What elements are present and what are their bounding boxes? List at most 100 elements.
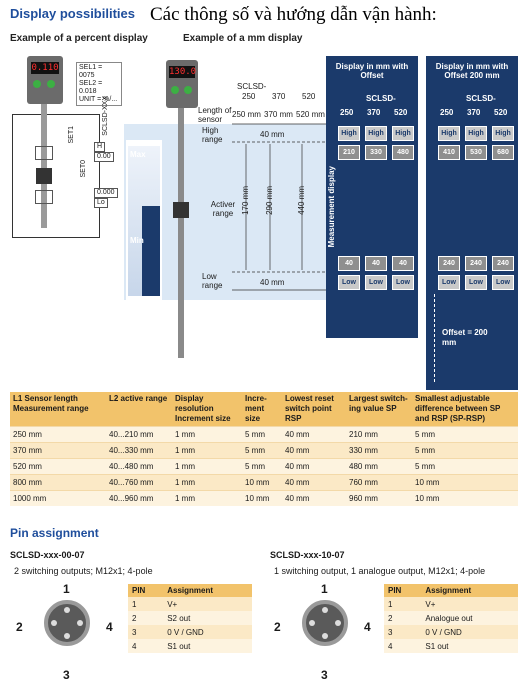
pin-dot <box>77 620 83 626</box>
high-box: High <box>392 126 414 141</box>
mm-display-readout: 130.0 <box>169 66 197 78</box>
table-cell: 40...760 mm <box>106 474 172 491</box>
vn-title: Các thông số và hướng dẫn vận hành: <box>150 4 437 25</box>
table-cell: 40...960 mm <box>106 490 172 506</box>
gauge-fill <box>142 206 160 296</box>
pin-number: 2 <box>128 611 164 625</box>
model-code: SCLSD-XXX <box>102 96 109 136</box>
settings-line: UNIT = %/... <box>79 96 118 103</box>
pin-header: PIN <box>384 584 422 597</box>
pin-dot <box>322 633 328 639</box>
table-cell: 10 mm <box>412 490 518 506</box>
high-box: High <box>365 126 387 141</box>
low-range-label: Low range <box>202 272 223 290</box>
high-value: 330 <box>365 145 387 160</box>
panel-col: 370 <box>367 108 381 117</box>
panel-col: 520 <box>394 108 408 117</box>
table-row: 250 mm 40...210 mm 1 mm 5 mm 40 mm 210 m… <box>10 426 518 443</box>
table-cell: 40...210 mm <box>106 426 172 443</box>
set1-label: SET1 <box>68 126 75 144</box>
green-button <box>184 86 192 94</box>
spec-header-row: L1 Sensor length Measurement range L2 ac… <box>10 392 518 427</box>
set0-label: SET0 <box>80 160 87 178</box>
pin-dot <box>64 633 70 639</box>
panel-col: 250 <box>440 108 454 117</box>
table-cell: 5 mm <box>412 442 518 459</box>
spec-table: L1 Sensor length Measurement range L2 ac… <box>10 392 518 506</box>
table-cell: 760 mm <box>346 474 412 491</box>
high-box: High <box>338 126 360 141</box>
pin-number: 3 <box>128 625 164 639</box>
length-col: 370 <box>272 92 286 101</box>
pin-assignment: 0 V / GND <box>163 625 252 639</box>
lo-label: Lo <box>94 198 108 208</box>
high-value: 480 <box>392 145 414 160</box>
table-cell: 1 mm <box>172 474 242 491</box>
table-cell: 250 mm <box>10 426 106 443</box>
high-box: High <box>438 126 460 141</box>
tank-outline <box>12 114 100 238</box>
pin-title: Pin assignment <box>10 526 99 540</box>
active-value: 170 mm <box>241 186 250 215</box>
low-box: Low <box>438 275 460 290</box>
pin-label-4: 4 <box>364 620 371 634</box>
settings-line: SEL1 = 0075 <box>79 64 103 79</box>
panel-col: 520 <box>494 108 508 117</box>
pin-label-4: 4 <box>106 620 113 634</box>
panel-code: SCLSD- <box>466 94 496 103</box>
section-title: Display possibilities <box>10 6 135 21</box>
green-button <box>171 86 179 94</box>
pin-number: 1 <box>384 597 422 611</box>
pin-number: 2 <box>384 611 422 625</box>
high-box: High <box>492 126 514 141</box>
pin-assignment: V+ <box>163 597 252 611</box>
table-cell: 330 mm <box>346 442 412 459</box>
high-value: 530 <box>465 145 487 160</box>
table-cell: 5 mm <box>242 426 282 443</box>
mm-example: 130.0 Max Min SCLSD- 250 370 520 Length … <box>120 50 330 390</box>
table-cell: 1 mm <box>172 490 242 506</box>
connector-right: 1 2 3 4 <box>268 582 378 682</box>
pin-assignment: 0 V / GND <box>421 625 518 639</box>
pin-assignment: V+ <box>421 597 518 611</box>
high-value: 680 <box>492 145 514 160</box>
table-cell: 10 mm <box>242 490 282 506</box>
table-cell: 40 mm <box>282 426 346 443</box>
percent-example: 0.110 SEL1 = 0075 SEL2 = 0.018 UNIT = %/… <box>10 50 122 240</box>
pin-dot <box>51 620 57 626</box>
sensor-head: 130.0 <box>166 60 198 108</box>
table-row: 370 mm 40...330 mm 1 mm 5 mm 40 mm 330 m… <box>10 442 518 459</box>
float <box>173 202 189 218</box>
pin-dot <box>335 620 341 626</box>
low-value: 40 <box>338 256 360 271</box>
lower-ring <box>35 190 53 204</box>
sensor-head: 0.110 <box>27 56 63 104</box>
sensor-rod <box>178 108 184 358</box>
table-cell: 520 mm <box>10 458 106 475</box>
table-cell: 480 mm <box>346 458 412 475</box>
length-col: 520 <box>302 92 316 101</box>
table-cell: 1 mm <box>172 426 242 443</box>
table-cell: 5 mm <box>412 458 518 475</box>
pin-assignment: Analogue out <box>421 611 518 625</box>
low-value: 240 <box>465 256 487 271</box>
low-box: Low <box>338 275 360 290</box>
panel-col: 250 <box>340 108 354 117</box>
high-box: High <box>465 126 487 141</box>
upper-ring <box>35 146 53 160</box>
spec-header: Display resolution Increment size <box>172 392 242 427</box>
pin-label-2: 2 <box>16 620 23 634</box>
table-cell: 1000 mm <box>10 490 106 506</box>
pin-dot <box>309 620 315 626</box>
pin-number: 3 <box>384 625 422 639</box>
table-cell: 40 mm <box>282 442 346 459</box>
pin-model: SCLSD-xxx-00-07 <box>10 550 85 560</box>
high-range-label: High range <box>202 126 223 144</box>
table-cell: 210 mm <box>346 426 412 443</box>
length-code: SCLSD- <box>237 82 267 91</box>
